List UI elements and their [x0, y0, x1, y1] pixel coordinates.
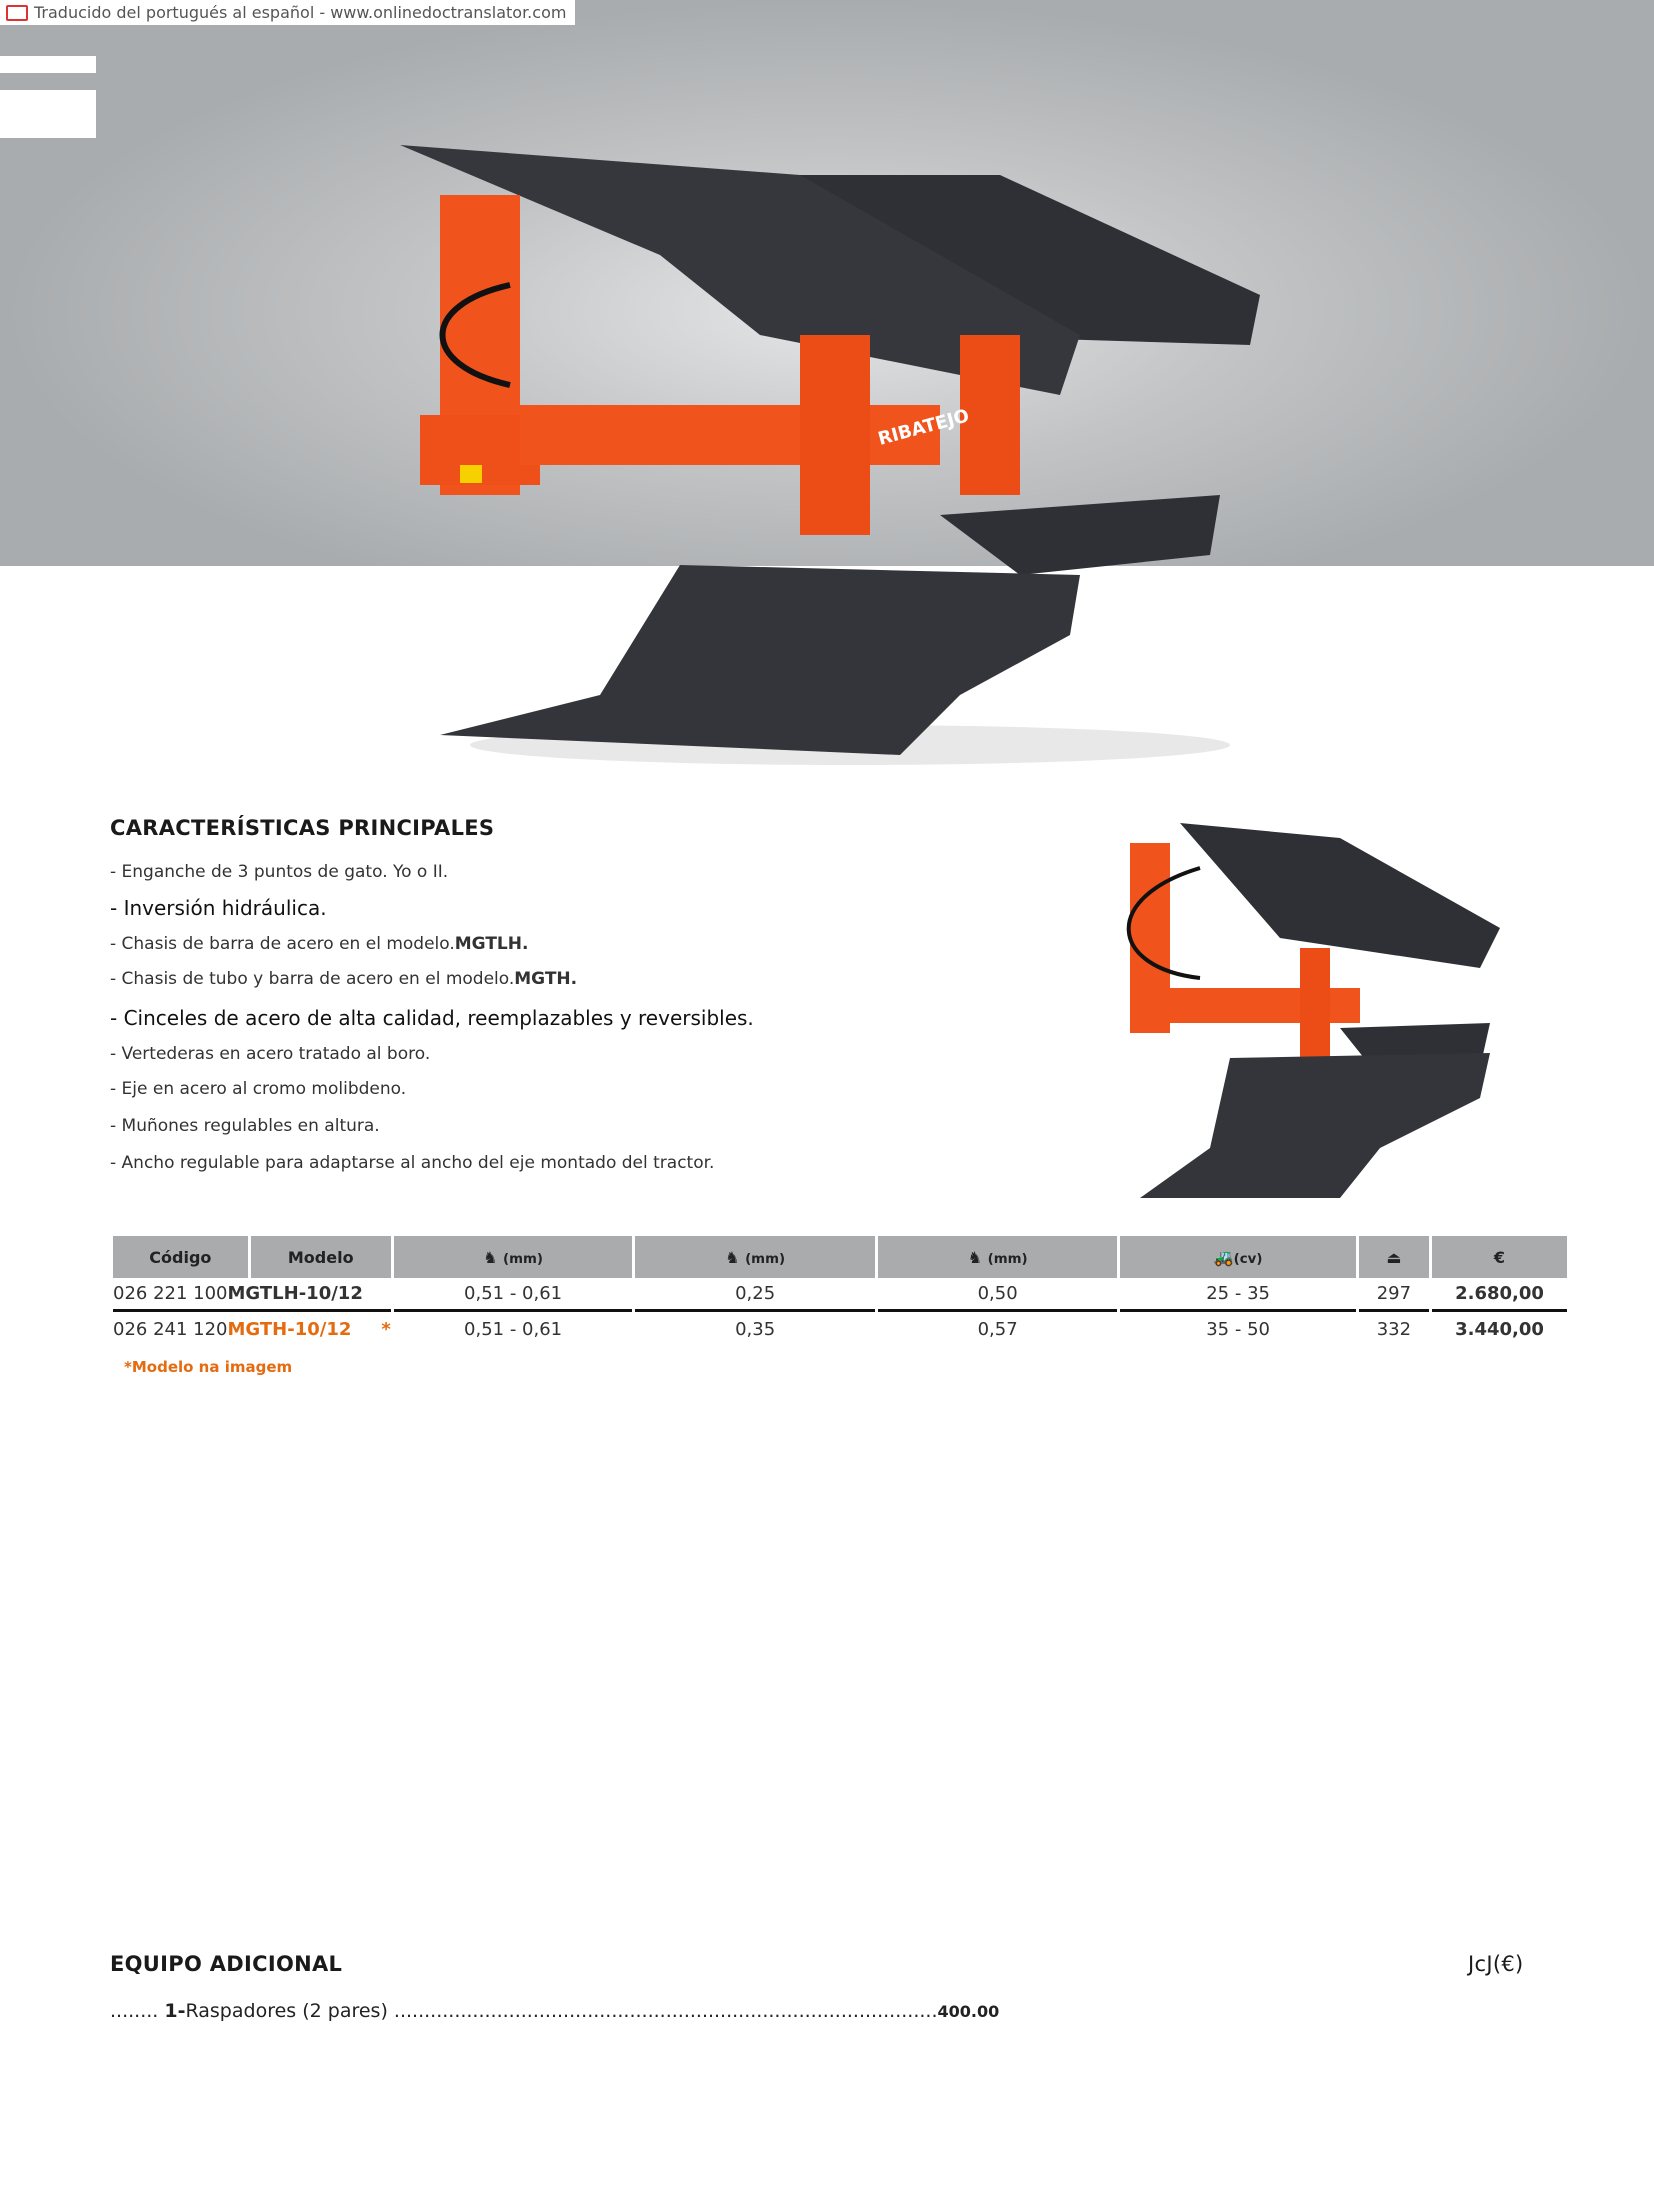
plough-main-image: RIBATEJO	[400, 145, 1260, 765]
tractor-icon: 🚜	[1213, 1247, 1234, 1267]
weight-icon: ⏏	[1386, 1247, 1402, 1267]
extra-item: ........ 1-Raspadores (2 pares) ........…	[110, 2000, 1000, 2022]
feature-item: - Chasis de barra de acero en el modelo.…	[110, 934, 529, 954]
white-bar	[0, 56, 96, 73]
col-width: ♞ (mm)	[393, 1236, 633, 1278]
translator-text: Traducido del portugués al español - www…	[34, 3, 567, 22]
extra-title: EQUIPO ADICIONAL	[110, 1952, 343, 1976]
white-bar	[0, 90, 96, 138]
feature-item: - Cinceles de acero de alta calidad, ree…	[110, 1006, 754, 1030]
col-power: 🚜(cv)	[1120, 1236, 1356, 1278]
translator-icon	[6, 4, 28, 21]
feature-item: - Chasis de tubo y barra de acero en el …	[110, 969, 578, 989]
translator-banner[interactable]: Traducido del portugués al español - www…	[0, 0, 575, 25]
col-clearance: ♞ (mm)	[877, 1236, 1118, 1278]
plough-secondary-image	[1126, 823, 1500, 1198]
col-price: €	[1431, 1236, 1567, 1278]
features-title: CARACTERÍSTICAS PRINCIPALES	[110, 816, 495, 840]
feature-item: - Inversión hidráulica.	[110, 896, 327, 920]
col-depth: ♞ (mm)	[635, 1236, 875, 1278]
plough-width-icon: ♞	[483, 1247, 498, 1267]
col-weight: ⏏	[1358, 1236, 1429, 1278]
feature-item: - Vertederas en acero tratado al boro.	[110, 1044, 431, 1064]
plough-clearance-icon: ♞	[967, 1247, 983, 1267]
extra-currency: JcJ(€)	[1468, 1952, 1524, 1976]
specs-table: Código Modelo ♞ (mm) ♞ (mm) ♞ (mm) 🚜(cv)…	[110, 1236, 1570, 1346]
feature-item: - Ancho regulable para adaptarse al anch…	[110, 1153, 715, 1173]
feature-item: - Eje en acero al cromo molibdeno.	[110, 1079, 407, 1099]
plough-depth-icon: ♞	[725, 1247, 740, 1267]
image-model-note: *Modelo na imagem	[124, 1358, 293, 1376]
col-code: Código	[113, 1236, 248, 1278]
feature-item: - Enganche de 3 puntos de gato. Yo o II.	[110, 862, 449, 882]
feature-item: - Muñones regulables en altura.	[110, 1116, 380, 1136]
col-model: Modelo	[250, 1236, 391, 1278]
